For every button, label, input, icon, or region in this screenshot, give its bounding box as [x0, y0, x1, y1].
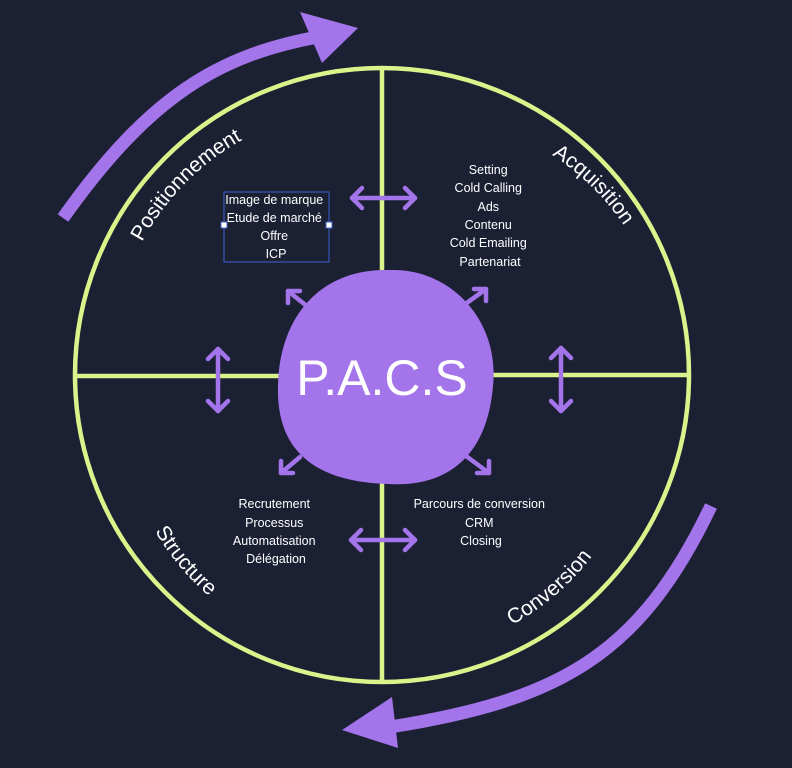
cycle-arrowhead-bottom	[342, 697, 398, 748]
quadrant-title-conversion: Conversion	[503, 545, 596, 629]
list-item: Processus	[245, 516, 303, 530]
list-item: Automatisation	[233, 534, 316, 548]
selection-handle-left[interactable]	[220, 221, 228, 229]
list-item: Contenu	[465, 218, 512, 232]
list-item: Ads	[477, 200, 499, 214]
conversion-list: Parcours de conversion CRM Closing	[414, 497, 549, 548]
list-item: Closing	[460, 534, 502, 548]
list-item: Cold Calling	[455, 181, 522, 195]
double-arrow-right	[548, 345, 574, 414]
list-item: ICP	[266, 247, 287, 261]
double-arrow-top	[349, 185, 418, 211]
structure-list: Recrutement Processus Automatisation Dél…	[233, 497, 319, 566]
list-item: Image de marque	[225, 193, 323, 207]
radial-arrow-bottom-left	[278, 454, 303, 476]
list-item: Offre	[260, 229, 288, 243]
list-item: Parcours de conversion	[414, 497, 545, 511]
selection-box[interactable]	[220, 191, 333, 263]
center-blob	[277, 269, 494, 485]
radial-arrow-top-left	[285, 288, 311, 310]
radial-arrow-bottom-right	[463, 453, 492, 476]
double-arrow-bottom	[348, 527, 418, 553]
cycle-arrowhead-top	[300, 12, 358, 63]
cycle-arrow-bottom-right	[388, 503, 717, 734]
list-item: Délégation	[246, 552, 306, 566]
selection-handle-right[interactable]	[325, 221, 333, 229]
double-arrow-left	[205, 346, 231, 414]
acquisition-list: Setting Cold Calling Ads Contenu Cold Em…	[450, 163, 531, 269]
radial-arrow-top-right	[461, 286, 489, 308]
positionnement-list: Image de marque Etude de marché Offre IC…	[225, 193, 326, 261]
list-item: Recrutement	[238, 497, 310, 511]
list-item: Partenariat	[459, 255, 521, 269]
list-item: CRM	[465, 516, 493, 530]
center-label: P.A.C.S	[296, 350, 467, 406]
list-item: Cold Emailing	[450, 236, 527, 250]
list-item: Etude de marché	[227, 211, 322, 225]
cycle-arrow-top-left	[57, 30, 320, 222]
list-item: Setting	[469, 163, 508, 177]
